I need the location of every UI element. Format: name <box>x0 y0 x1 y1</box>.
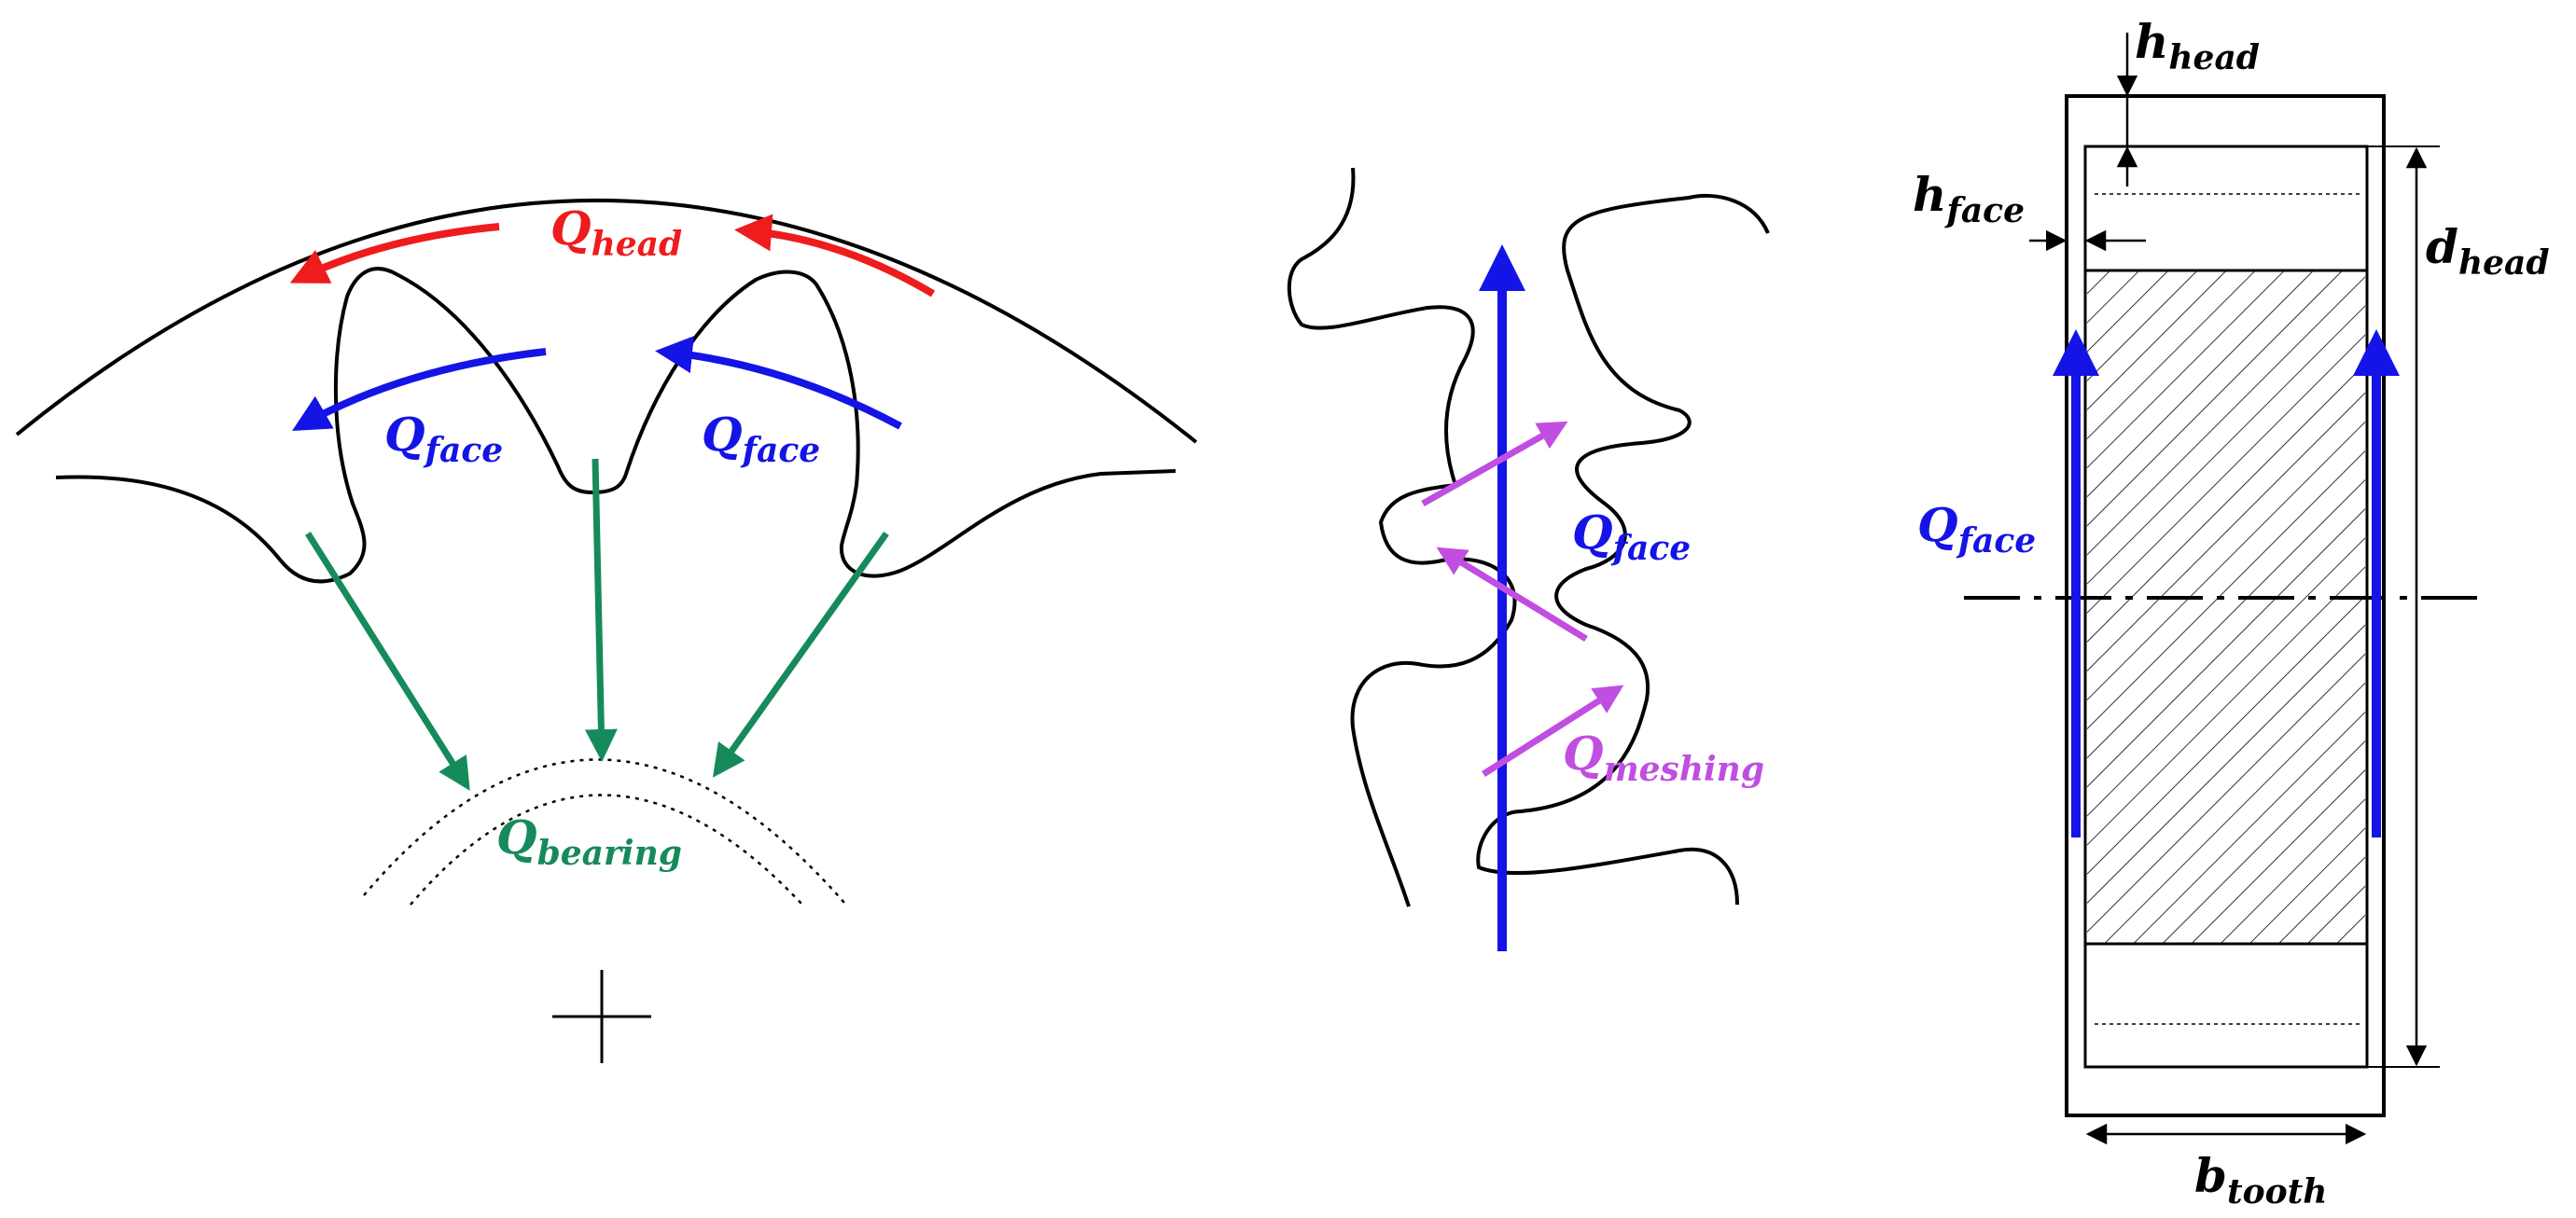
housing-outline <box>2065 94 2386 1117</box>
gear-sector-panel: Qhead Qface Qface Qbearing <box>15 199 1198 1063</box>
q-bearing-label: Qbearing <box>496 810 682 873</box>
q-meshing-label: Qmeshing <box>1563 726 1764 789</box>
q-face-mesh-label: Qface <box>1572 505 1691 568</box>
bearing-flow-arrow-center <box>584 458 618 762</box>
bearing-flow-arrow-left <box>305 532 470 791</box>
gear-body-outline <box>2083 145 2369 1069</box>
pitch-circle-outer <box>363 758 845 904</box>
head-flow-arrow-left <box>289 223 500 284</box>
q-face-right-label: Qface <box>702 407 820 470</box>
gear-right-tooth-profile <box>1476 193 1770 906</box>
b-tooth-label: btooth <box>2194 1148 2327 1211</box>
q-face-left-label: Qface <box>384 407 503 470</box>
pitch-circle-inner <box>410 794 803 906</box>
bearing-flow-arrow-right <box>712 531 889 778</box>
head-flow-arrow-right <box>734 214 936 298</box>
meshing-flow-arrow-1 <box>1421 421 1568 507</box>
meshing-panel: Qface Qmeshing <box>1287 167 1770 951</box>
face-flow-arrow-left <box>292 348 547 431</box>
h-face-label: hface <box>1913 167 2025 230</box>
q-face-section-label: Qface <box>1917 497 2036 561</box>
gear-section-panel: hhead hface dhead Qface btooth <box>1913 14 2550 1211</box>
gear-left-tooth-profile <box>1287 167 1517 907</box>
center-cross-icon <box>552 970 651 1063</box>
meshing-flow-arrow-2 <box>1436 547 1588 642</box>
face-flow-arrow-right <box>655 336 902 430</box>
h-head-label: hhead <box>2135 14 2260 77</box>
gear-tooth-profile <box>55 267 1177 584</box>
q-head-label: Qhead <box>550 201 682 264</box>
gear-hatched-core <box>2087 270 2365 944</box>
d-head-label: dhead <box>2426 219 2550 283</box>
meshing-flow-arrow-3 <box>1482 685 1624 777</box>
housing-outer-arc <box>15 199 1198 444</box>
